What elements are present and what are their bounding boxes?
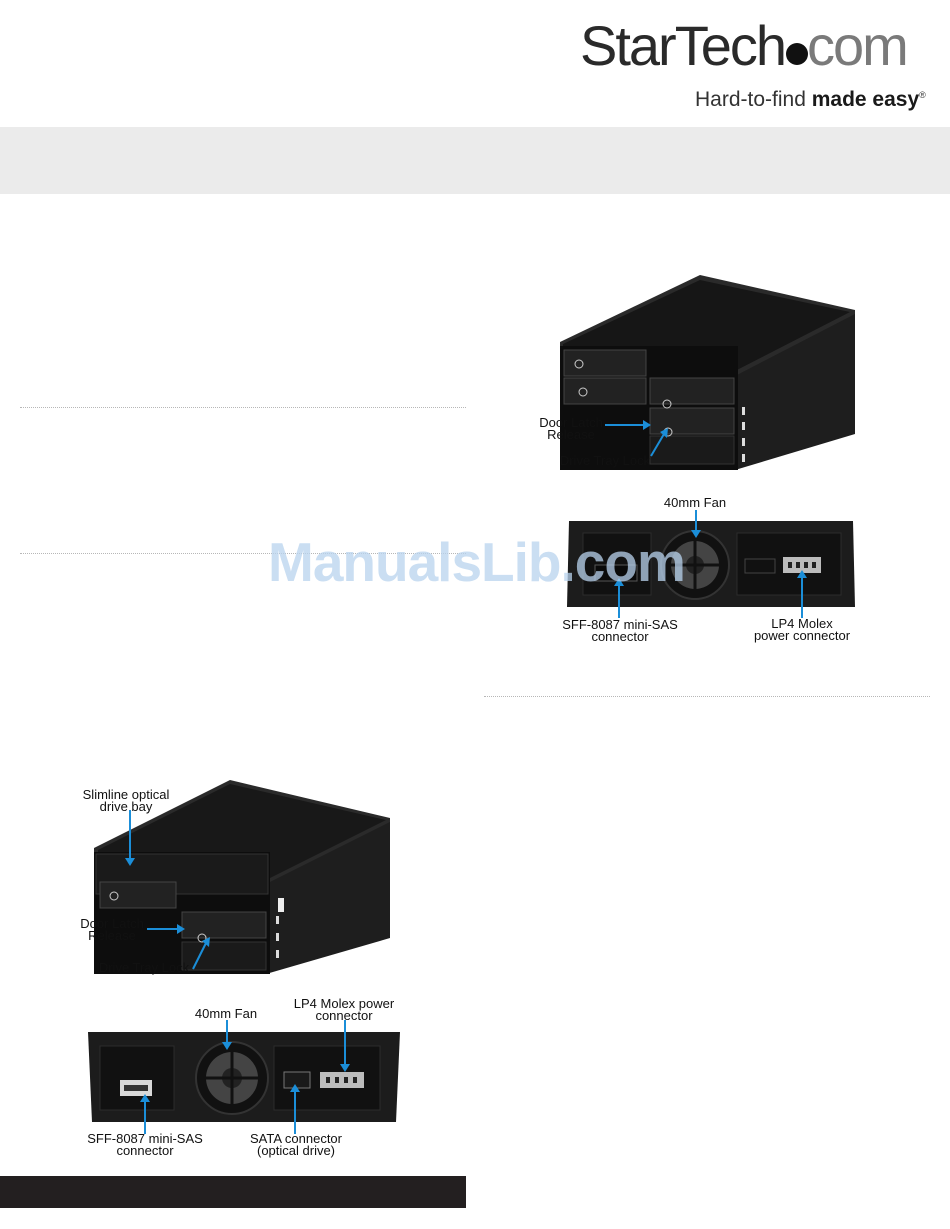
label-sff8087-sas-2: SFF-8087 mini-SAS connector [87,1131,203,1158]
startech-logo: StarTech com [580,14,909,78]
arrow-sas-2 [140,1094,150,1134]
section-divider [484,696,930,697]
header-banner [0,127,950,194]
arrow-fan [691,510,701,538]
product-photo-back-panel [567,521,855,607]
arrow-door-latch-2 [147,924,185,934]
registered-mark: ® [919,90,926,100]
manualslib-watermark: ManualsLib.com [268,531,686,593]
product-photo-back-panel-2 [88,1032,400,1122]
label-slimline-optical-bay: Slimline optical drive bay [82,787,170,814]
product-photo-4bay-front [560,275,855,470]
label-drive-tray-lock-2: Drive Tray Lock [98,960,190,975]
tagline-regular: Hard-to-find [695,88,812,111]
tagline-bold: made easy [811,88,920,111]
arrow-sata [290,1084,300,1134]
arrow-molex [797,570,807,618]
arrow-fan-2 [222,1020,232,1050]
label-drive-tray-lock: Drive Tray Lock [559,453,651,468]
section-divider [20,407,466,408]
arrow-molex-2 [340,1020,350,1072]
label-door-latch-release-2: Door Latch Release [80,916,144,943]
label-door-latch-release: Door Latch Release [539,415,603,442]
arrow-sas [614,578,624,618]
label-lp4-molex: LP4 Molex power connector [753,616,851,643]
arrow-tray-lock-2 [192,937,210,970]
logo-dot-icon [786,43,808,65]
product-photo-5bay-front [94,780,390,974]
label-lp4-molex-2: LP4 Molex power connector [293,996,395,1023]
logo-tagline: Hard-to-find made easy® [695,88,926,112]
section-divider [20,553,466,554]
label-sff8087-sas: SFF-8087 mini-SAS connector [562,617,678,644]
label-40mm-fan-2: 40mm Fan [194,1006,258,1021]
logo-brand: StarTech [580,14,787,77]
logo-suffix: com [807,14,909,77]
arrow-tray-lock [650,428,668,457]
arrow-door-latch [605,420,651,430]
arrow-optical-bay [125,810,135,866]
label-sata-connector: SATA connector (optical drive) [249,1131,342,1158]
footer-bar [0,1176,466,1208]
label-40mm-fan: 40mm Fan [663,495,727,510]
